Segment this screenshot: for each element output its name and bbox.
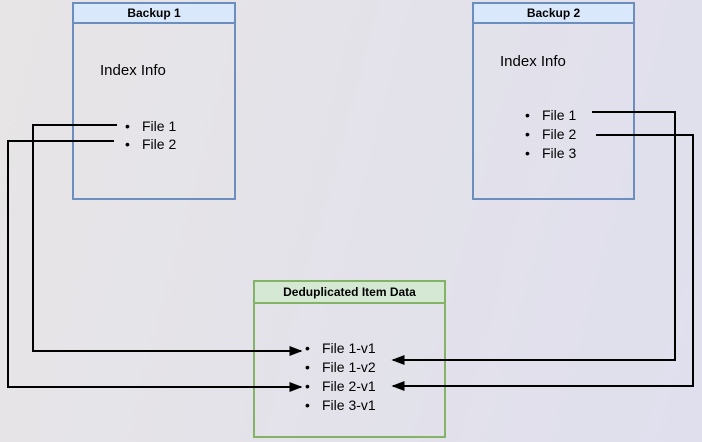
list-item: File 2-v1 (302, 377, 376, 396)
list-item: File 1-v1 (302, 339, 376, 358)
dedup-item-list: File 1-v1 File 1-v2 File 2-v1 File 3-v1 (302, 339, 376, 415)
backup2-index-info-label: Index Info (500, 53, 566, 70)
list-item: File 3 (522, 144, 576, 163)
list-item: File 1 (122, 117, 176, 135)
backup1-header: Backup 1 (74, 4, 234, 24)
dedup-header: Deduplicated Item Data (255, 282, 444, 304)
backup1-file-list: File 1 File 2 (122, 117, 176, 153)
list-item: File 1-v2 (302, 358, 376, 377)
list-item: File 3-v1 (302, 396, 376, 415)
dedup-title: Deduplicated Item Data (283, 285, 416, 299)
backup2-header: Backup 2 (474, 4, 633, 24)
backup2-box: Backup 2 (472, 2, 635, 200)
backup1-index-info-label: Index Info (100, 62, 166, 79)
backup1-title: Backup 1 (127, 6, 181, 20)
backup2-file-list: File 1 File 2 File 3 (522, 106, 576, 163)
list-item: File 2 (122, 135, 176, 153)
list-item: File 1 (522, 106, 576, 125)
backup2-title: Backup 2 (526, 6, 581, 20)
backup1-box: Backup 1 (72, 2, 236, 200)
list-item: File 2 (522, 125, 576, 144)
